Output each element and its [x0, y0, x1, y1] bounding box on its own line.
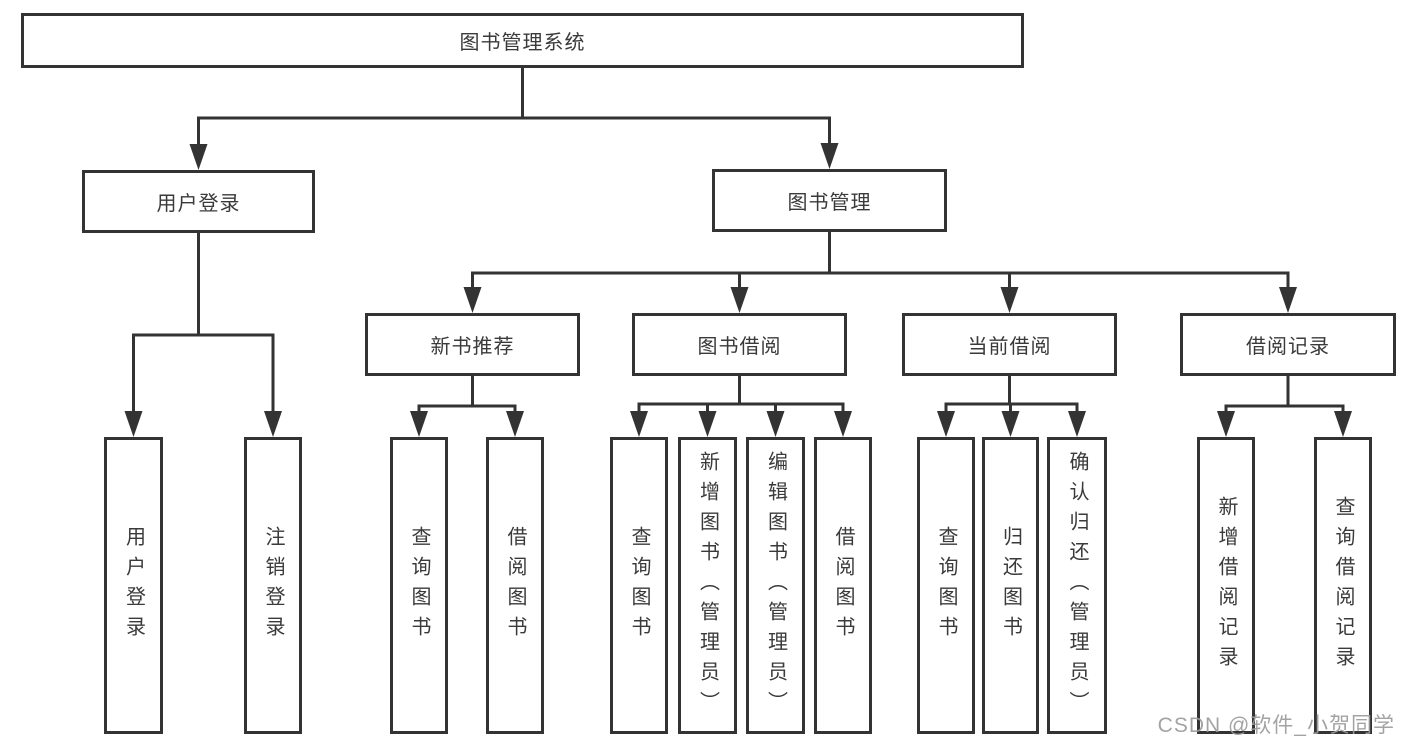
node-label-leaf-query-books-3: 查询图书: [935, 525, 957, 646]
node-leaf-user-login: 用户登录: [104, 437, 163, 734]
node-leaf-add-borrow-record: 新增借阅记录: [1197, 437, 1255, 734]
node-leaf-query-books-1: 查询图书: [390, 437, 448, 734]
node-label-leaf-user-login: 用户登录: [122, 525, 145, 646]
node-leaf-logout: 注销登录: [244, 437, 302, 734]
node-current-borrowing: 当前借阅: [902, 313, 1117, 376]
node-leaf-confirm-return: 确认归还（管理员）: [1047, 437, 1107, 734]
node-label-system: 图书管理系统: [459, 32, 586, 54]
node-label-leaf-return-books: 归还图书: [999, 525, 1022, 646]
node-label-leaf-add-borrow-record: 新增借阅记录: [1215, 495, 1237, 676]
node-label-leaf-query-borrow-record: 查询借阅记录: [1332, 495, 1354, 676]
node-label-leaf-borrow-books-2: 借阅图书: [832, 525, 854, 646]
node-label-leaf-edit-books: 编辑图书（管理员）: [764, 450, 787, 721]
node-label-current-borrowing: 当前借阅: [967, 336, 1052, 358]
node-label-new-book-recommend: 新书推荐: [430, 336, 515, 358]
node-label-leaf-query-books-2: 查询图书: [628, 525, 650, 646]
node-label-leaf-add-books: 新增图书（管理员）: [696, 450, 719, 721]
node-book-management: 图书管理: [712, 169, 947, 232]
node-label-borrowing-records: 借阅记录: [1246, 336, 1330, 358]
node-book-borrowing: 图书借阅: [632, 313, 847, 376]
node-label-user-login: 用户登录: [156, 193, 241, 215]
node-label-book-borrowing: 图书借阅: [697, 336, 782, 358]
node-label-book-management: 图书管理: [787, 192, 872, 214]
node-leaf-query-borrow-record: 查询借阅记录: [1314, 437, 1372, 734]
node-label-leaf-query-books-1: 查询图书: [408, 525, 430, 646]
node-label-leaf-confirm-return: 确认归还（管理员）: [1066, 450, 1088, 721]
node-label-leaf-logout: 注销登录: [262, 525, 284, 646]
node-label-leaf-borrow-books-1: 借阅图书: [504, 525, 526, 646]
node-system: 图书管理系统: [21, 13, 1024, 68]
node-leaf-add-books: 新增图书（管理员）: [678, 437, 737, 734]
watermark: CSDN @软件_小贺同学: [1157, 714, 1395, 737]
node-borrowing-records: 借阅记录: [1180, 313, 1396, 376]
node-leaf-query-books-2: 查询图书: [610, 437, 668, 734]
node-user-login: 用户登录: [82, 170, 315, 233]
node-leaf-return-books: 归还图书: [982, 437, 1039, 734]
node-leaf-edit-books: 编辑图书（管理员）: [746, 437, 805, 734]
node-leaf-query-books-3: 查询图书: [917, 437, 975, 734]
node-leaf-borrow-books-1: 借阅图书: [486, 437, 544, 734]
node-leaf-borrow-books-2: 借阅图书: [814, 437, 872, 734]
node-new-book-recommend: 新书推荐: [365, 313, 580, 376]
